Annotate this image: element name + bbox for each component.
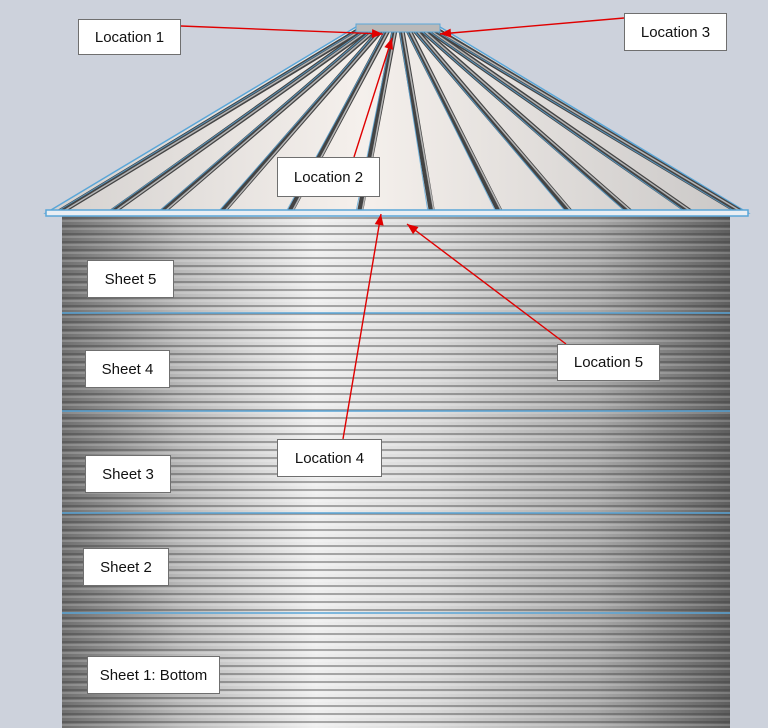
arrow-location-1 xyxy=(180,25,384,35)
callout-arrows xyxy=(180,17,625,440)
sheet-seams xyxy=(62,312,730,614)
roof-rib xyxy=(419,27,633,215)
roof-cap xyxy=(355,23,441,33)
arrow-location-4 xyxy=(342,213,382,440)
location-2-label: Location 2 xyxy=(277,157,380,197)
sheet-2-label: Sheet 2 xyxy=(83,548,169,586)
arrow-location-3 xyxy=(439,17,625,35)
arrow-location-2 xyxy=(353,37,393,158)
roof-ribs xyxy=(55,27,743,215)
sheet-3-label: Sheet 3 xyxy=(85,455,171,493)
location-4-label: Location 4 xyxy=(277,439,382,477)
roof-eave xyxy=(45,209,749,217)
roof-rib xyxy=(398,27,435,215)
roof-rib xyxy=(405,27,503,215)
location-5-label: Location 5 xyxy=(557,344,660,381)
location-3-label: Location 3 xyxy=(624,13,727,51)
location-1-label: Location 1 xyxy=(78,19,181,55)
sheet-5-label: Sheet 5 xyxy=(87,260,174,298)
arrow-location-5 xyxy=(406,223,567,345)
sheet-1-bottom-label: Sheet 1: Bottom xyxy=(87,656,220,694)
sheet-4-label: Sheet 4 xyxy=(85,350,170,388)
roof-rib xyxy=(159,27,377,215)
roof-rib xyxy=(412,27,573,215)
roof-rib xyxy=(219,27,384,215)
